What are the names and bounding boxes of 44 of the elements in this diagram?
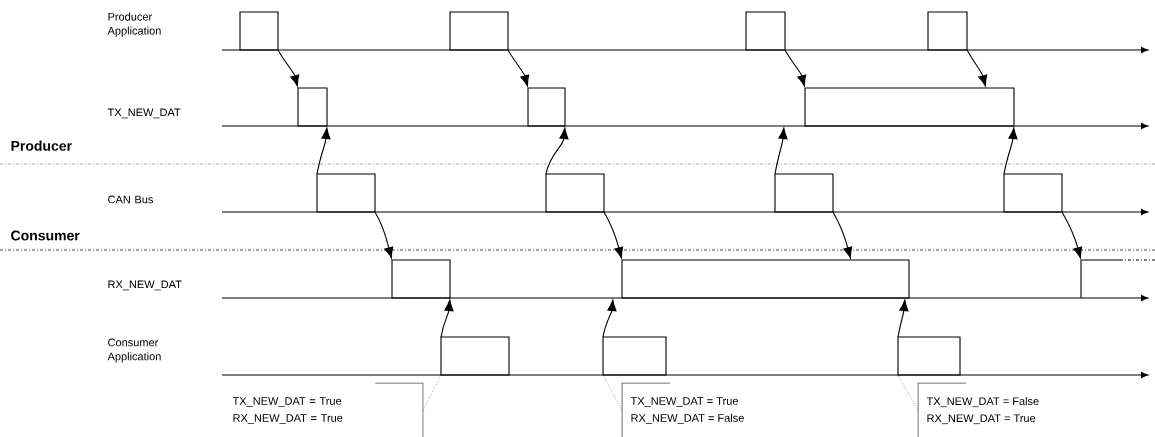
arrow — [440, 299, 454, 338]
leader-line — [897, 374, 919, 411]
pulse — [297, 87, 328, 127]
signal-name: RX_NEW_DAT — [108, 280, 182, 291]
pulse — [239, 11, 279, 51]
arrow — [966, 49, 988, 87]
arrow — [545, 127, 569, 175]
arrow — [316, 127, 331, 175]
pulse — [440, 336, 510, 376]
pulse — [545, 173, 605, 213]
pulse — [316, 173, 376, 213]
callout: TX_NEW_DAT = False RX_NEW_DAT = True — [917, 382, 1039, 437]
pulse — [927, 11, 968, 51]
arrow — [507, 49, 530, 87]
pulse — [804, 87, 1015, 127]
arrow — [374, 211, 394, 259]
arrow — [774, 127, 788, 175]
arrow — [603, 211, 624, 259]
section-heading: Consumer — [11, 230, 80, 241]
arrow — [784, 49, 807, 87]
pulse — [774, 173, 834, 213]
pulse — [602, 336, 667, 376]
callout: TX_NEW_DAT = True RX_NEW_DAT = True — [232, 382, 424, 437]
arrow — [277, 49, 300, 87]
pulse — [527, 87, 566, 127]
arrow — [1061, 211, 1083, 259]
pulse — [621, 259, 910, 299]
pulse — [1080, 259, 1155, 299]
section-heading: Producer — [11, 140, 72, 151]
pulse — [1003, 173, 1063, 213]
signal-name: CAN Bus — [108, 195, 153, 204]
leader-line — [422, 374, 442, 411]
pulse — [745, 11, 786, 51]
arrow — [1003, 127, 1018, 175]
arrow — [897, 299, 909, 338]
signal-name: Consumer Application — [107, 338, 161, 363]
signal-name: TX_NEW_DAT — [107, 108, 181, 119]
pulse — [449, 11, 509, 51]
signal-name: Producer Application — [107, 12, 161, 37]
callout: TX_NEW_DAT = True RX_NEW_DAT = False — [621, 382, 744, 437]
pulse — [897, 336, 961, 376]
arrow — [602, 299, 617, 338]
pulse — [391, 259, 451, 299]
arrow — [832, 211, 853, 259]
